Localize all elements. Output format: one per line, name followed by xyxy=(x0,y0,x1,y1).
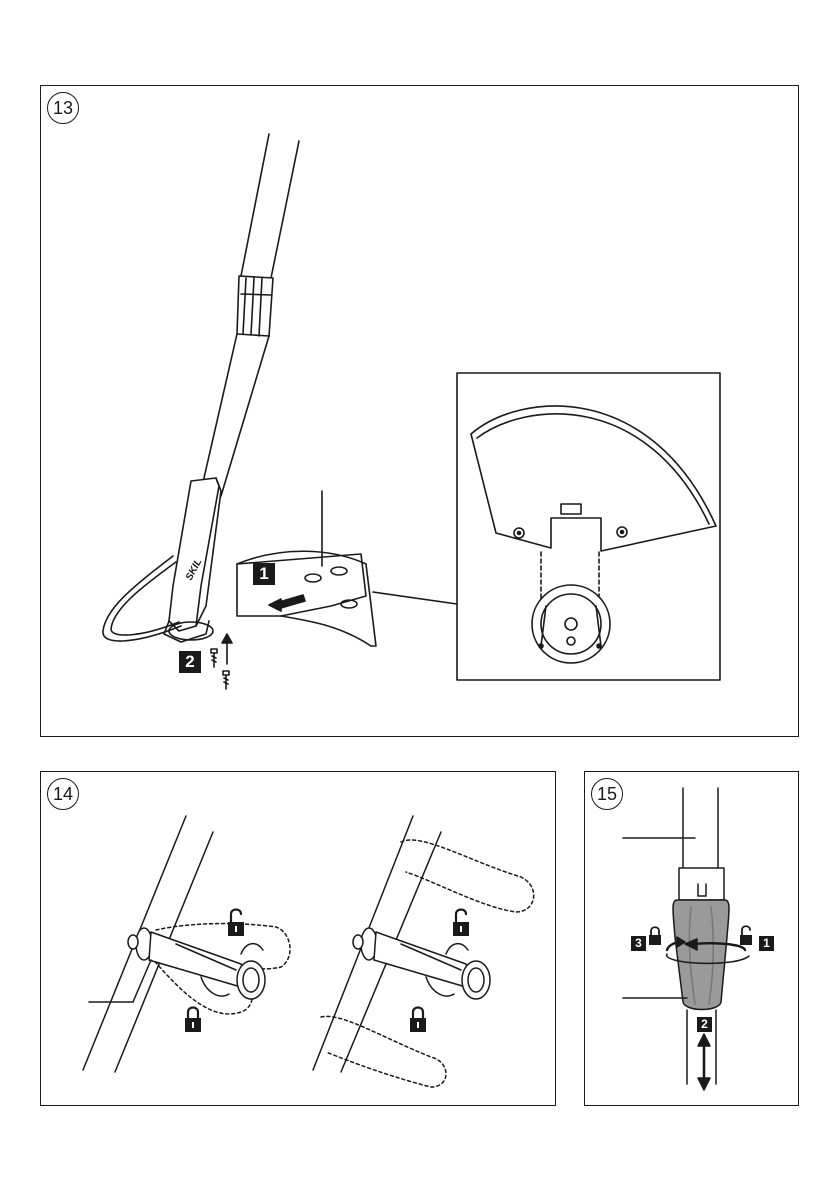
lock-icon xyxy=(410,1008,426,1033)
rotate-arrow-top xyxy=(241,944,263,954)
lock-icon xyxy=(649,927,661,945)
screw-2 xyxy=(223,671,229,689)
figure-13-panel: 13 SKIL xyxy=(40,85,799,737)
unlock-icon xyxy=(228,910,244,937)
figure-14-panel: 14 xyxy=(40,771,556,1106)
shaft-lower-right xyxy=(221,336,269,496)
trimmer-illustration: SKIL xyxy=(41,86,800,738)
step-2-label: 2 xyxy=(179,651,201,673)
lock-icon xyxy=(185,1008,201,1033)
step-3-label: 3 xyxy=(631,936,646,951)
shaft-lower-left xyxy=(201,334,237,491)
locking-knob xyxy=(673,900,729,1010)
shaft-grip xyxy=(237,276,273,336)
auxiliary-handle-illustration xyxy=(41,772,557,1107)
unlock-icon xyxy=(453,910,469,937)
shaft-upper-right xyxy=(271,141,299,278)
unlock-icon xyxy=(740,926,752,945)
shaft-collar xyxy=(679,868,724,900)
right-handle-knob xyxy=(353,935,363,949)
right-handle-end xyxy=(462,961,490,999)
right-hand-dashed-top xyxy=(401,840,534,912)
step-1-label: 1 xyxy=(759,936,774,951)
shaft-upper-left xyxy=(241,134,269,276)
step-2-label: 2 xyxy=(697,1017,712,1032)
screw-1 xyxy=(211,649,217,667)
figure-15-panel: 15 xyxy=(584,771,799,1106)
right-hand-dashed-bottom xyxy=(321,1016,446,1087)
zoom-connector-line xyxy=(373,592,457,604)
motor-housing xyxy=(169,478,219,631)
step-1-label: 1 xyxy=(253,563,275,585)
arrow-up-icon xyxy=(222,634,232,664)
left-handle-grip xyxy=(149,932,251,990)
left-handle-end xyxy=(237,961,265,999)
left-handle-knob xyxy=(128,935,138,949)
right-handle-grip xyxy=(374,932,476,990)
